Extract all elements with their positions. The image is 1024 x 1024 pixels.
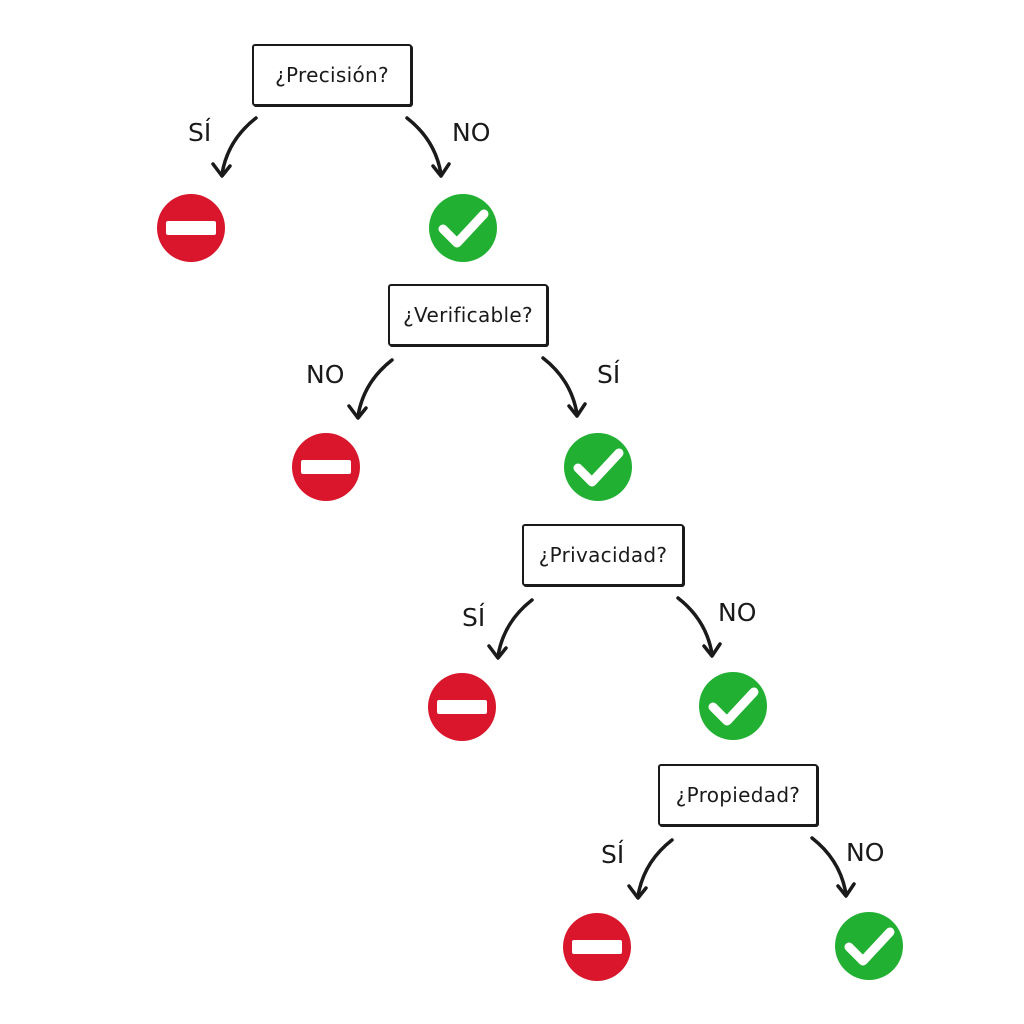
arrow-left <box>487 598 534 660</box>
check-icon <box>564 433 632 501</box>
arrow-left <box>627 838 674 900</box>
arrow-right <box>541 356 587 418</box>
question-box-verifiable: ¿Verificable? <box>388 284 548 346</box>
check-icon <box>699 672 767 740</box>
branch-label-no: NO <box>718 598 757 627</box>
branch-label-no: NO <box>846 838 885 867</box>
branch-label-yes: SÍ <box>601 840 625 869</box>
stop-icon <box>563 913 631 981</box>
question-box-precision: ¿Precisión? <box>252 44 412 106</box>
branch-label-no: NO <box>306 360 345 389</box>
branch-label-no: NO <box>452 118 491 147</box>
stop-icon <box>292 433 360 501</box>
stop-icon <box>157 194 225 262</box>
branch-label-yes: SÍ <box>462 603 486 632</box>
branch-label-yes: SÍ <box>188 118 212 147</box>
stop-icon <box>428 673 496 741</box>
arrow-right <box>810 836 856 898</box>
arrow-left <box>347 358 394 420</box>
arrow-right <box>405 116 451 178</box>
question-box-ownership: ¿Propiedad? <box>658 764 818 826</box>
arrow-left <box>211 116 258 178</box>
arrow-right <box>676 596 722 658</box>
check-icon <box>835 912 903 980</box>
branch-label-yes: SÍ <box>597 360 621 389</box>
question-box-privacy: ¿Privacidad? <box>522 524 684 586</box>
check-icon <box>429 194 497 262</box>
